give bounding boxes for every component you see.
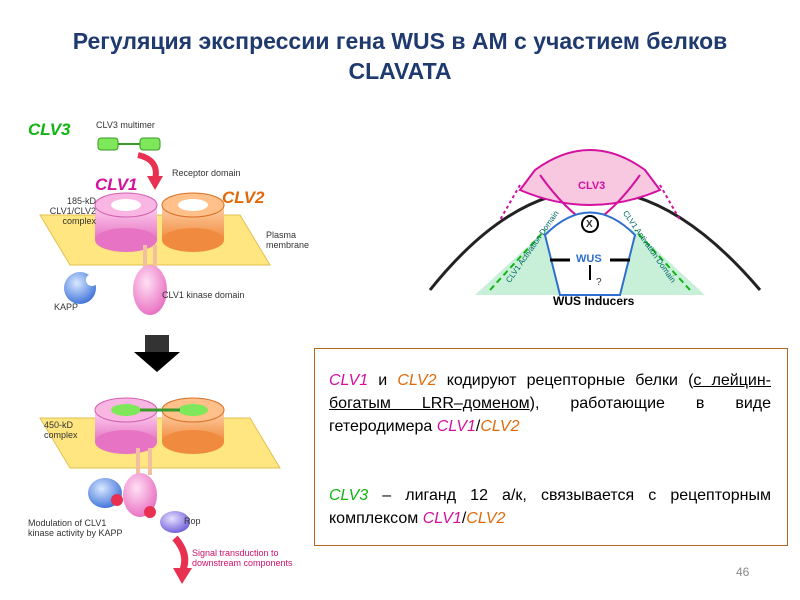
wus-inducers-label: WUS Inducers: [553, 294, 635, 308]
clv3-label: CLV3: [28, 120, 71, 139]
clv1-receptor-ring: [94, 192, 158, 252]
clv2-receptor-ring-bound: [161, 397, 225, 454]
binding-arrow-head: [147, 176, 163, 190]
slide-title: Регуляция экспрессии гена WUS в AM с уча…: [0, 26, 800, 86]
kinase-domain-label: CLV1 kinase domain: [162, 290, 245, 300]
clv1-kinase-domain: [133, 265, 167, 315]
signal-arrow-head: [173, 568, 192, 584]
title-line-1: Регуляция экспрессии гена WUS в AM с уча…: [72, 28, 728, 54]
kapp-protein: [64, 272, 98, 304]
x-node-label: X: [586, 219, 593, 230]
complex-185-label: 185-kD CLV1/CLV2 complex: [49, 196, 96, 226]
page-number: 46: [736, 565, 750, 579]
clv3-multimer-shape: [97, 137, 161, 151]
signal-transduction-label: Signal transduction to downstream compon…: [192, 548, 293, 568]
description-box: CLV1 и CLV2 кодируют рецепторные белки (…: [314, 348, 788, 546]
rop-protein: [160, 511, 190, 533]
clv1-receptor-ring-bound: [94, 397, 158, 454]
kapp-label: KAPP: [54, 302, 79, 312]
clv3-node-label: CLV3: [578, 180, 606, 192]
plasma-membrane-label: Plasma membrane: [266, 230, 310, 250]
title-line-2: CLAVATA: [348, 58, 452, 84]
paragraph-2: CLV3 – лиганд 12 а/к, связывается с реце…: [329, 487, 771, 527]
question-mark: ?: [596, 277, 602, 288]
clv2-term: CLV2: [397, 372, 437, 389]
meristem-diagram: [428, 149, 762, 296]
clv2-label: CLV2: [222, 188, 265, 207]
rop-label: Rop: [184, 516, 201, 526]
x-node: [581, 215, 599, 233]
transition-arrow-icon: [134, 335, 180, 372]
clv3-domain: [518, 149, 662, 206]
phospho-marker: [111, 494, 123, 506]
clv1-kinase-domain-bound: [123, 473, 157, 517]
receptor-domain-label: Receptor domain: [172, 168, 241, 178]
signal-arrow: [172, 535, 189, 574]
paragraph-1: CLV1 и CLV2 кодируют рецепторные белки (…: [329, 372, 772, 435]
complex-450-label: 450-kD complex: [44, 420, 78, 440]
clv3-term: CLV3: [329, 487, 369, 504]
modulation-label: Modulation of CLV1 kinase activity by KA…: [28, 518, 123, 538]
phospho-marker: [144, 506, 156, 518]
wus-domain: [543, 211, 637, 296]
clv2-receptor-ring: [161, 192, 225, 252]
lrr-domain-text: с лейцин-богатым LRR–доменом: [329, 372, 772, 412]
clv3-multimer-label: CLV3 multimer: [96, 120, 155, 130]
clv1-label: CLV1: [95, 175, 138, 194]
wus-node-label: WUS: [576, 253, 602, 265]
clv-receptor-diagram: [39, 137, 281, 584]
clv1-term: CLV1: [329, 372, 369, 389]
